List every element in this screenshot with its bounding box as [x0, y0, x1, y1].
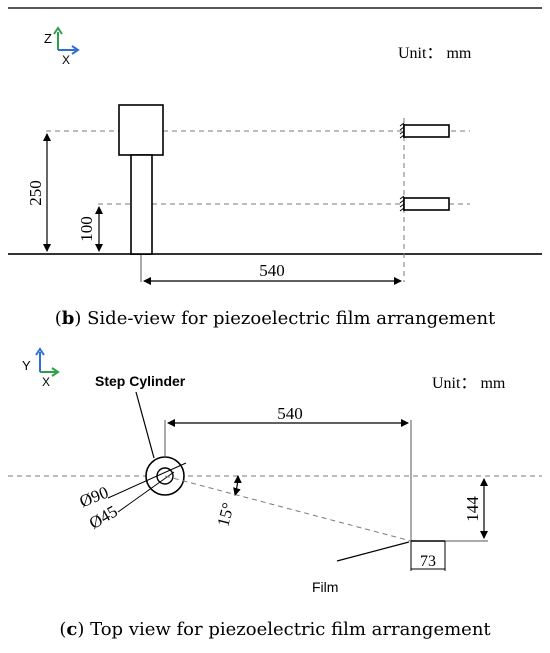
- dimension-144-label: 144: [463, 496, 482, 522]
- side-view-caption: (b) Side-view for piezoelectric film arr…: [54, 308, 496, 329]
- diameter-45-leader: [117, 471, 175, 513]
- cylinder-upper-step: [118, 104, 164, 156]
- top-axis-x-label: X: [42, 375, 50, 389]
- side-axis-z-label: Z: [44, 31, 52, 46]
- side-view-diagram: Z X Unit： mm 250 100 540: [8, 7, 542, 285]
- angle-15-arc: [233, 475, 242, 496]
- side-view-caption-text: Side-view for piezoelectric film arrange…: [81, 308, 496, 329]
- top-view-caption-letter: c: [66, 619, 78, 640]
- dimension-540-top-label: 540: [277, 404, 303, 423]
- angle-reference-line: [164, 475, 412, 542]
- side-view-axis-icon: Z X: [44, 26, 80, 67]
- top-view-axis-icon: Y X: [22, 347, 60, 389]
- dimension-100-label: 100: [77, 216, 96, 242]
- film-lower: [399, 195, 450, 212]
- side-unit-label: Unit： mm: [398, 45, 472, 62]
- cylinder-leader-line: [135, 391, 155, 459]
- side-axis-x-label: X: [62, 53, 70, 67]
- film-leader-line: [336, 541, 410, 562]
- top-axis-y-label: Y: [22, 358, 31, 373]
- dimension-540-side-label: 540: [259, 261, 285, 280]
- top-view-diagram: Y X Step Cylinder Unit： mm Ø90 Ø45 540 1…: [8, 347, 542, 595]
- angle-15-label: 15°: [213, 501, 238, 529]
- film-width-label: 73: [420, 553, 436, 570]
- top-unit-label: Unit： mm: [432, 375, 506, 392]
- top-view-caption-text: Top view for piezoelectric film arrangem…: [84, 619, 491, 640]
- cylinder-lower-step: [130, 154, 153, 255]
- step-cylinder-label: Step Cylinder: [95, 373, 186, 389]
- film-label: Film: [312, 579, 338, 595]
- top-view-caption: (c) Top view for piezoelectric film arra…: [59, 619, 491, 640]
- side-view-caption-letter: b: [61, 308, 75, 329]
- diameter-90-leader: [107, 462, 187, 499]
- film-upper: [399, 122, 450, 139]
- dimension-250-label: 250: [26, 180, 45, 206]
